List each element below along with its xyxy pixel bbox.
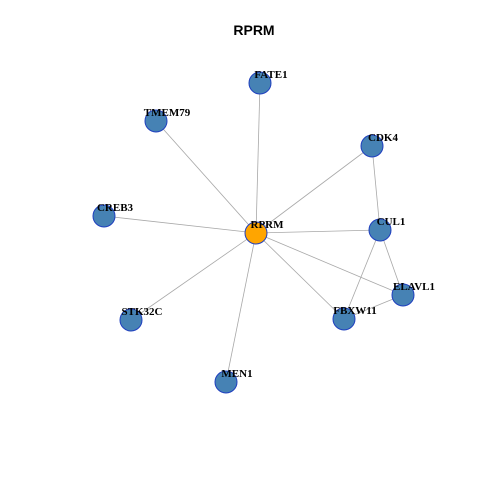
edge-rprm-elavl1 [255,232,404,296]
node-fbxw11: FBXW11 [332,305,377,331]
node-circle [248,71,272,95]
node-label: STK32C [122,306,163,318]
node-tmem79: TMEM79 [144,107,191,133]
node-layer: RPRM FATE1TMEM79CDK4CREB3CUL1ELAVL1FBXW11… [92,69,435,394]
node-label: CDK4 [368,132,398,144]
node-label: TMEM79 [144,107,191,119]
node-cul1: CUL1 [368,216,406,242]
node-label: ELAVL1 [393,281,435,293]
node-circle [360,134,384,158]
diagram-title: RPRM [233,22,274,38]
edge-rprm-tmem79 [155,120,257,234]
node-circle [119,308,143,332]
edge-rprm-cul1 [255,229,381,234]
edge-cdk4-cul1 [371,145,381,231]
edge-rprm-cdk4 [255,145,373,234]
node-circle [92,204,116,228]
edge-rprm-fate1 [255,82,261,234]
node-rprm: RPRM [244,219,285,245]
edge-rprm-stk32c [130,232,257,321]
node-circle [144,109,168,133]
node-circle [214,370,238,394]
node-fate1: FATE1 [248,69,288,95]
node-men1: MEN1 [214,368,253,394]
edge-rprm-fbxw11 [255,232,345,320]
node-circle [244,221,268,245]
edge-rprm-men1 [225,232,257,383]
edge-cul1-fbxw11 [343,229,381,320]
node-label: FBXW11 [333,305,376,317]
node-circle [391,283,415,307]
node-label: CREB3 [97,202,134,214]
node-label: FATE1 [254,69,287,81]
node-label: CUL1 [377,216,406,228]
node-circle [332,307,356,331]
node-cdk4: CDK4 [360,132,398,158]
node-label: RPRM [251,219,285,231]
node-creb3: CREB3 [92,202,134,228]
node-stk32c: STK32C [119,306,163,332]
node-circle [368,218,392,242]
node-elavl1: ELAVL1 [391,281,435,307]
edge-rprm-creb3 [103,215,257,234]
node-label: MEN1 [221,368,252,380]
